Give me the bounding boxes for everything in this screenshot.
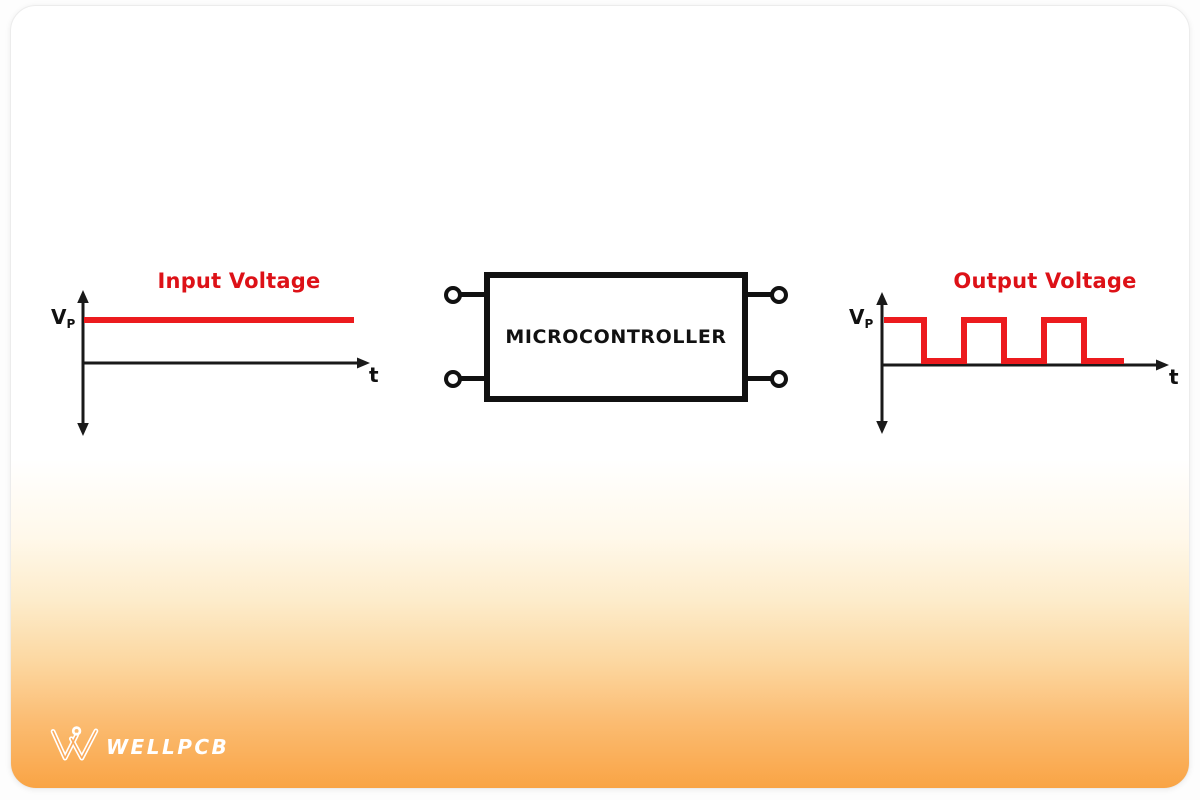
output-y-axis-arrow-down-icon [876, 421, 888, 434]
output-vp-label: VP [849, 307, 873, 330]
input-x-axis-arrow-icon [357, 357, 370, 369]
pin-terminal-right-top [770, 286, 788, 304]
input-y-axis-arrow-up-icon [77, 290, 89, 303]
wellpcb-logo-text: WELLPCB [106, 735, 230, 759]
input-vp-sub: P [66, 317, 76, 331]
input-t-label: t [369, 363, 379, 387]
gradient-card: Input Voltage VP t MICROCONTROLLER Outpu… [10, 5, 1190, 789]
output-voltage-plot [876, 292, 1169, 434]
wellpcb-w-icon [50, 726, 99, 761]
pin-lead-left-top [461, 292, 487, 297]
pin-terminal-left-top [444, 286, 462, 304]
pin-terminal-right-bottom [770, 370, 788, 388]
input-y-axis-arrow-down-icon [77, 423, 89, 436]
input-voltage-plot [77, 290, 370, 436]
output-pwm-waveform [884, 317, 1124, 364]
input-vp-label: VP [51, 307, 75, 330]
pin-terminal-left-bottom [444, 370, 462, 388]
pin-lead-left-bottom [461, 376, 487, 381]
output-y-axis-arrow-up-icon [876, 292, 888, 305]
output-voltage-title: Output Voltage [953, 269, 1137, 293]
microcontroller-box: MICROCONTROLLER [484, 272, 748, 402]
input-vp-letter: V [51, 305, 67, 329]
wellpcb-logo: WELLPCB [50, 726, 230, 762]
pin-lead-right-bottom [745, 376, 771, 381]
output-vp-letter: V [849, 305, 865, 329]
pin-lead-right-top [745, 292, 771, 297]
output-x-axis-arrow-icon [1156, 359, 1169, 371]
input-voltage-title: Input Voltage [157, 269, 321, 293]
microcontroller-label: MICROCONTROLLER [505, 326, 727, 348]
output-t-label: t [1169, 365, 1179, 389]
output-vp-sub: P [864, 317, 874, 331]
